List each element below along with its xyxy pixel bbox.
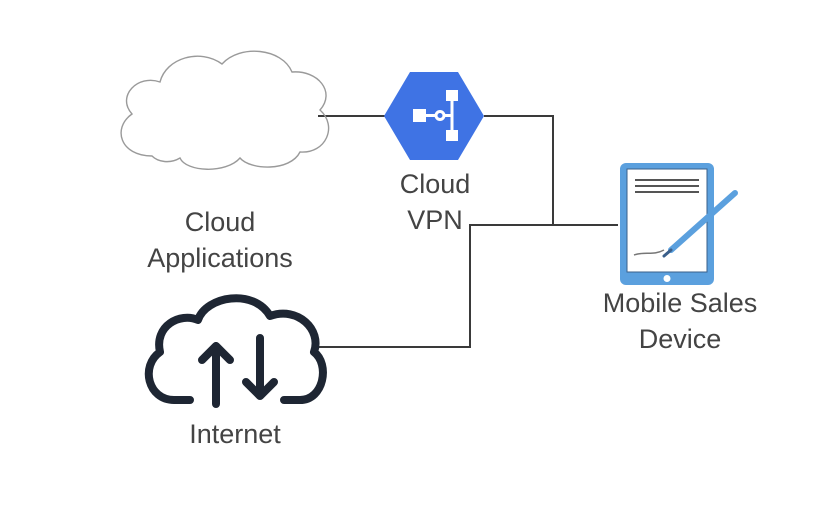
connectors bbox=[317, 115, 618, 348]
mobile-sales-device-label: Mobile Sales Device bbox=[575, 285, 785, 357]
cloud-vpn-label-line1: Cloud bbox=[399, 169, 471, 199]
cloud-upload-download-icon bbox=[144, 294, 327, 408]
cloud-applications-node bbox=[120, 50, 330, 170]
cloud-vpn-node bbox=[384, 72, 484, 160]
internet-label-line1: Internet bbox=[189, 419, 281, 449]
cloud-applications-label: Cloud Applications bbox=[120, 204, 320, 276]
mobile-sales-device-node bbox=[620, 163, 738, 285]
internet-node bbox=[144, 294, 327, 408]
mobile-sales-device-label-line2: Device bbox=[638, 324, 722, 354]
cloud-applications-label-line2: Applications bbox=[147, 243, 293, 273]
cloud-outline-icon bbox=[120, 50, 330, 170]
connector-internet-to-mobile-device bbox=[317, 224, 553, 348]
cloud-vpn-label-line2: VPN bbox=[407, 205, 463, 235]
cloud-vpn-label: Cloud VPN bbox=[370, 166, 500, 238]
tablet-with-stylus-icon bbox=[620, 163, 738, 285]
mobile-sales-device-label-line1: Mobile Sales bbox=[602, 288, 758, 318]
vpn-network-glyph bbox=[413, 90, 458, 141]
cloud-applications-label-line1: Cloud bbox=[184, 207, 256, 237]
internet-label: Internet bbox=[150, 416, 320, 452]
connector-vpn-to-mobile-device bbox=[484, 115, 618, 226]
